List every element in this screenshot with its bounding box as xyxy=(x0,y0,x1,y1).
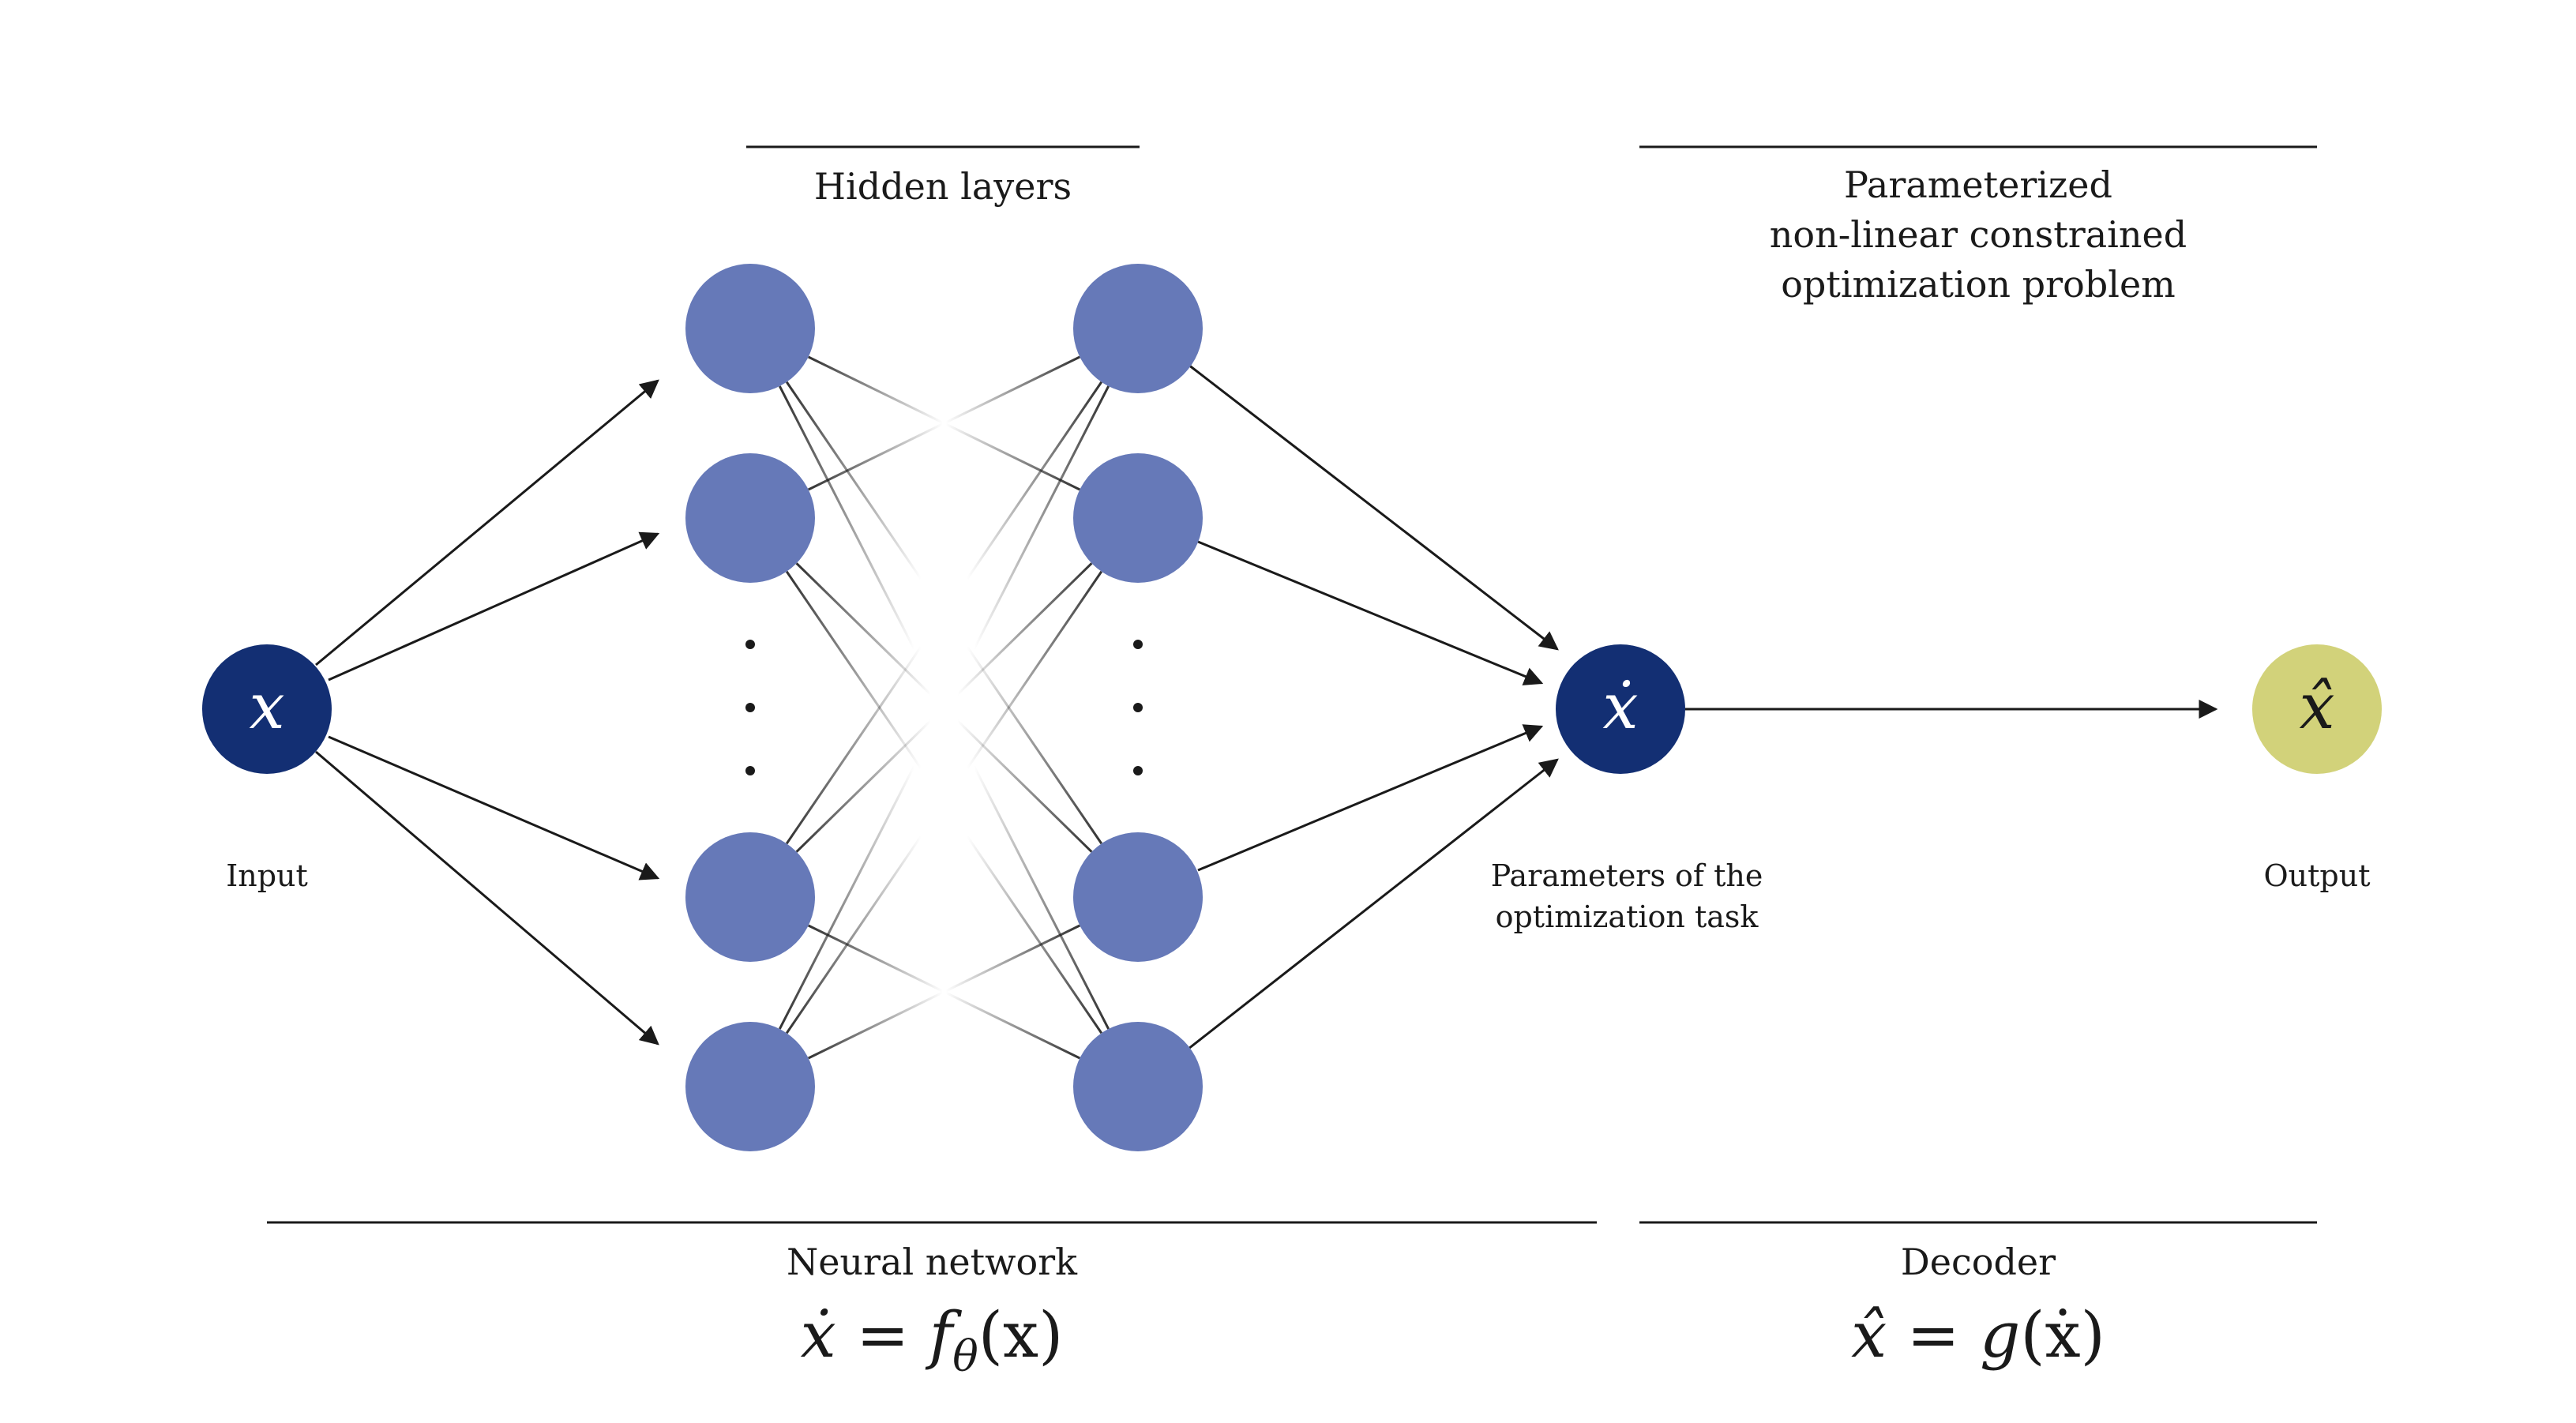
hidden-layer-connections xyxy=(779,327,1110,1088)
arrow-hidden-4-to-params xyxy=(1188,758,1559,1050)
hidden-connection-8 xyxy=(808,422,944,491)
arrow-hidden-2-to-params xyxy=(1197,540,1544,685)
arrow-input-to-hidden-3 xyxy=(328,735,660,880)
hidden-layer-1-node-1 xyxy=(685,264,815,393)
hidden-connection-25 xyxy=(973,385,1110,650)
hidden-connection-4 xyxy=(785,381,922,580)
decoder-title-line-2: non-linear constrained xyxy=(1770,213,2187,256)
arrow-input-to-hidden-1 xyxy=(315,379,659,666)
hidden-connection-17 xyxy=(966,381,1103,580)
hidden-connection-3 xyxy=(944,422,1080,491)
params-label-line-1: Parameters of the xyxy=(1491,858,1763,893)
hidden-layer-1-ellipsis xyxy=(745,640,755,775)
hidden-connection-28 xyxy=(808,991,944,1060)
parameters-node-symbol: ẋ xyxy=(1602,670,1638,743)
output-node xyxy=(2252,644,2382,774)
hidden-layer-1-node-4 xyxy=(685,1022,815,1151)
hidden-connection-26 xyxy=(785,835,922,1034)
hidden-connection-27 xyxy=(966,570,1103,769)
hidden-layers-label: Hidden layers xyxy=(814,165,1072,208)
decoder-label: Decoder xyxy=(1901,1241,2056,1283)
input-node-symbol: x xyxy=(249,670,284,743)
input-label: Input xyxy=(226,858,308,893)
hidden-layer-1-node-3 xyxy=(685,832,815,962)
hidden-connection-14 xyxy=(785,570,922,769)
hidden-layer-2-node-1 xyxy=(1073,264,1203,393)
input-node xyxy=(202,644,332,774)
hidden-layer-2-ellipsis xyxy=(1133,640,1143,775)
arrow-input-to-hidden-2 xyxy=(328,531,660,681)
hidden-connection-29 xyxy=(944,924,1080,993)
neural-network-formula: ẋ = fθ(x) xyxy=(801,1298,1064,1381)
output-label: Output xyxy=(2264,858,2371,893)
hidden-connection-5 xyxy=(966,646,1103,845)
hidden-connection-23 xyxy=(944,991,1080,1060)
hidden-connection-22 xyxy=(808,924,944,993)
hidden-layer-1-node-2 xyxy=(685,453,815,583)
hidden-connection-15 xyxy=(966,835,1103,1034)
hidden-connection-9 xyxy=(944,355,1080,424)
hidden-connection-12 xyxy=(795,562,932,696)
connection-arrows xyxy=(315,363,2218,1050)
arrow-input-to-hidden-4 xyxy=(315,750,659,1046)
params-label-line-2: optimization task xyxy=(1496,899,1759,934)
decoder-title-line-1: Parameterized xyxy=(1844,163,2112,206)
hidden-connection-13 xyxy=(956,719,1093,853)
arrow-hidden-1-to-params xyxy=(1188,363,1559,651)
decoder-title-line-3: optimization problem xyxy=(1781,263,2176,306)
hidden-connection-18 xyxy=(795,719,932,853)
decoder-formula: x̂ = g(ẋ) xyxy=(1851,1298,2105,1372)
parameters-node xyxy=(1556,644,1685,774)
hidden-connection-24 xyxy=(779,765,915,1030)
hidden-connection-19 xyxy=(956,562,1093,696)
hidden-connection-16 xyxy=(785,646,922,845)
output-node-symbol: x̂ xyxy=(2299,670,2334,743)
hidden-connection-2 xyxy=(808,355,944,424)
hidden-layer-2-node-3 xyxy=(1073,832,1203,962)
neural-network-label: Neural network xyxy=(787,1241,1078,1283)
hidden-layer-2-node-2 xyxy=(1073,453,1203,583)
arrow-hidden-3-to-params xyxy=(1197,724,1544,872)
hidden-layer-2-node-4 xyxy=(1073,1022,1203,1151)
